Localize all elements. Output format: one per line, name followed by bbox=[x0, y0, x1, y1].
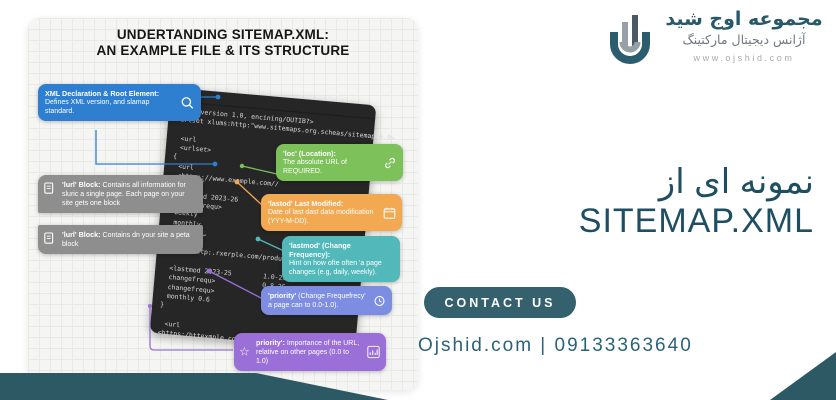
document-icon bbox=[44, 182, 55, 195]
contact-info[interactable]: Ojshid.com | 09133363640 bbox=[418, 335, 693, 356]
callout-title: 'priority' bbox=[268, 291, 297, 300]
infographic-title-line1: UNDERTANDING SITEMAP.XML: bbox=[116, 27, 330, 42]
calendar-icon bbox=[383, 206, 396, 219]
callout-desc: Hint on how ofte often 'a page changes (… bbox=[289, 260, 382, 276]
callout-desc: (Change Frequefrecy' a page can to 0.0-1… bbox=[268, 293, 366, 309]
corner-triangle bbox=[770, 352, 836, 400]
brand-name: مجموعه اوج شید bbox=[665, 8, 823, 30]
callout-desc: Defines XML version, and slamap standard… bbox=[45, 99, 150, 115]
infographic-card: UNDERTANDING SITEMAP.XML: AN EXAMPLE FIL… bbox=[28, 18, 418, 390]
chart-icon bbox=[367, 345, 380, 359]
callout-url-block-2: 'lurl' Block: Contains dn your site a pe… bbox=[38, 225, 203, 254]
brand-website: www.ojshid.com bbox=[693, 53, 795, 63]
clock-icon bbox=[373, 294, 386, 307]
callout-title: 'lastmod' (Change Frequency): bbox=[289, 241, 351, 259]
infographic-title: UNDERTANDING SITEMAP.XML: AN EXAMPLE FIL… bbox=[28, 27, 418, 59]
callout-desc: Date of last dast data modification (YYY… bbox=[268, 209, 374, 225]
page-title: نمونه ای از SITEMAP.XML bbox=[578, 163, 814, 240]
brand-tagline: آژانس دیجیتال مارکتینگ bbox=[682, 32, 806, 47]
callout-xml-declaration: XML Declaration & Root Element: Defines … bbox=[38, 84, 201, 121]
brand-logo-icon bbox=[608, 8, 652, 75]
document-icon bbox=[44, 232, 55, 245]
callout-title: priority': bbox=[256, 338, 285, 347]
callout-desc: The absolute URL of REQUIRED. bbox=[283, 159, 347, 175]
magnifier-icon bbox=[180, 95, 195, 110]
callout-title: 'lastod' Last Modified: bbox=[268, 199, 344, 208]
callout-title: XML Declaration & Root Element: bbox=[45, 89, 160, 98]
callout-title: 'lurl' Block: bbox=[62, 180, 101, 189]
callout-loc: 'loc' (Location): The absolute URL of RE… bbox=[276, 144, 403, 181]
callout-changefreq: 'lastmod' (Change Frequency): Hint on ho… bbox=[282, 236, 400, 282]
brand-logo: مجموعه اوج شید آژانس دیجیتال مارکتینگ ww… bbox=[608, 8, 824, 75]
callout-lastmod: 'lastod' Last Modified: Date of last das… bbox=[261, 194, 402, 231]
callout-url-block-1: 'lurl' Block: Contains all information f… bbox=[38, 175, 203, 213]
callout-title: 'loc' (Location): bbox=[283, 149, 336, 158]
callout-desc: Contains dn your site a peta block bbox=[62, 232, 190, 248]
callout-priority-small: 'priority' (Change Frequefrecy' a page c… bbox=[261, 286, 392, 315]
link-icon bbox=[383, 156, 397, 170]
callout-desc: Contains all information for sluric a si… bbox=[62, 182, 186, 207]
contact-us-button[interactable]: CONTACT US bbox=[424, 287, 576, 318]
star-icon: ☆ bbox=[239, 344, 250, 359]
infographic-title-line2: AN EXAMPLE FILE & ITS STRUCTURE bbox=[96, 43, 350, 58]
callout-title: 'lurl' Block: bbox=[62, 230, 101, 239]
callout-desc: Importance of the URL, relative on other… bbox=[256, 340, 360, 365]
callout-priority-big: ☆ priority': Importance of the URL, rela… bbox=[234, 333, 386, 371]
